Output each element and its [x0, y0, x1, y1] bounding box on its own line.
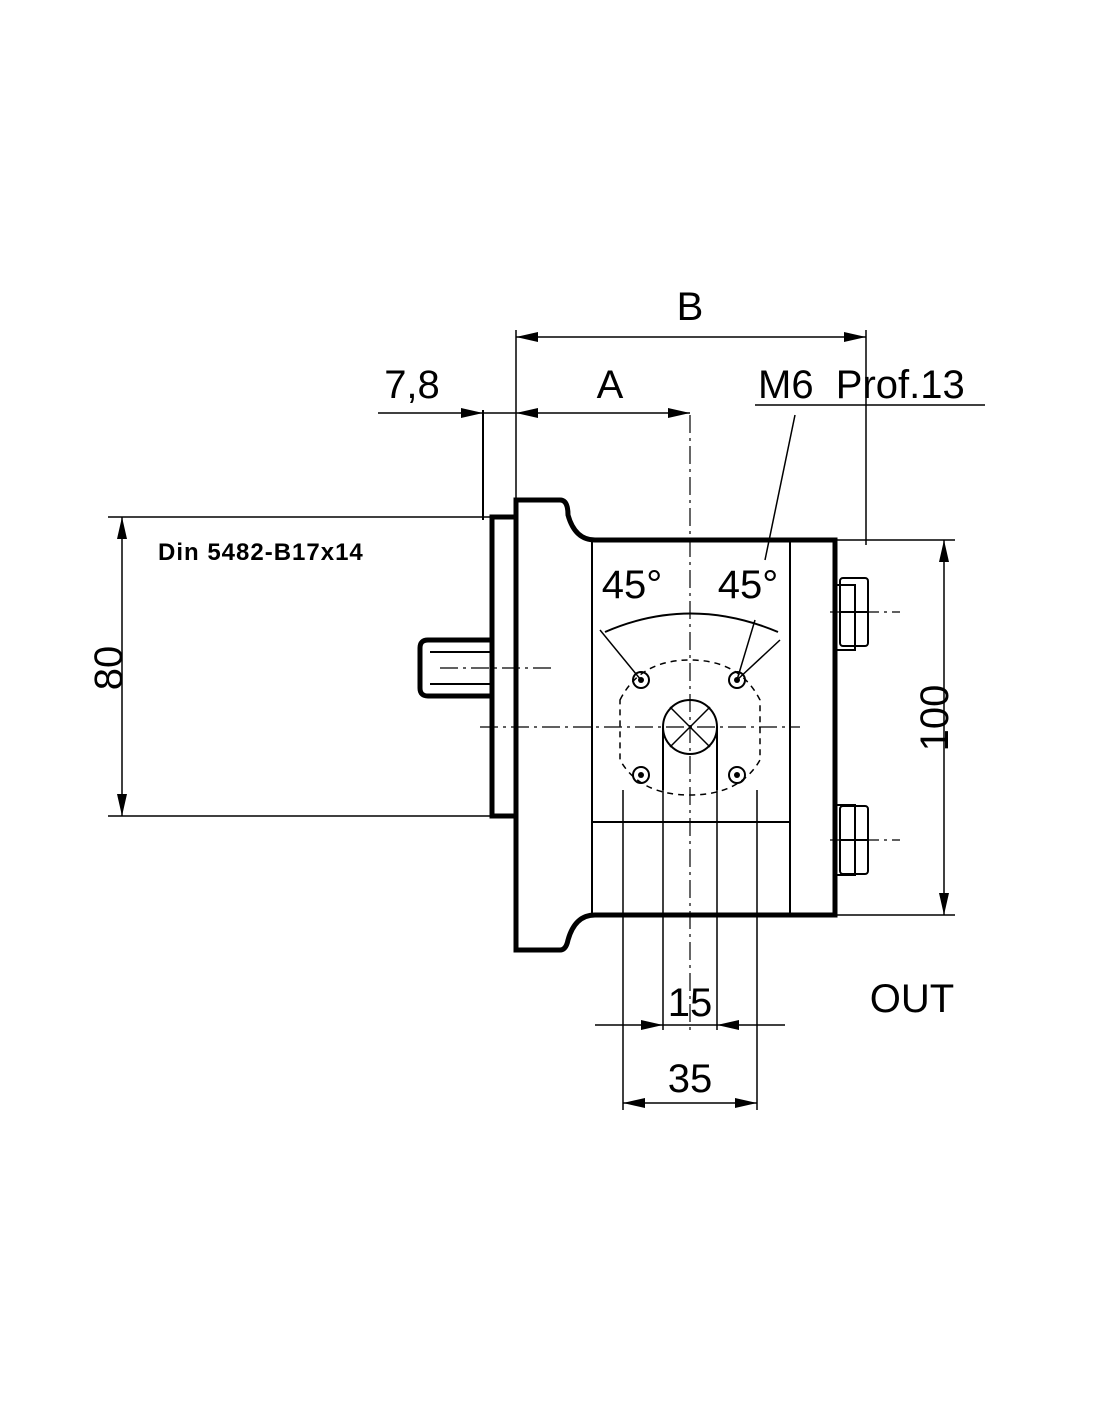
dimension-100-label: 100 [913, 685, 957, 752]
dimension-lines [108, 330, 955, 1108]
out-port-label: OUT [870, 977, 954, 1021]
angle-left-label: 45° [602, 563, 663, 607]
dimension-80-label: 80 [87, 646, 131, 691]
center-lines [440, 415, 900, 1030]
spline-spec-label: Din 5482-B17x14 [158, 539, 364, 566]
dimension-offset-label: 7,8 [384, 363, 440, 407]
dimension-a-label: A [597, 363, 624, 407]
thread-spec-label: M6 Prof.13 [758, 363, 965, 407]
angle-right-label: 45° [718, 563, 779, 607]
port-pattern [599, 612, 781, 1110]
dimension-15-label: 15 [668, 981, 713, 1025]
dimension-b-label: B [677, 285, 704, 329]
thread-leader [764, 414, 796, 561]
dimension-35-label: 35 [668, 1057, 713, 1101]
